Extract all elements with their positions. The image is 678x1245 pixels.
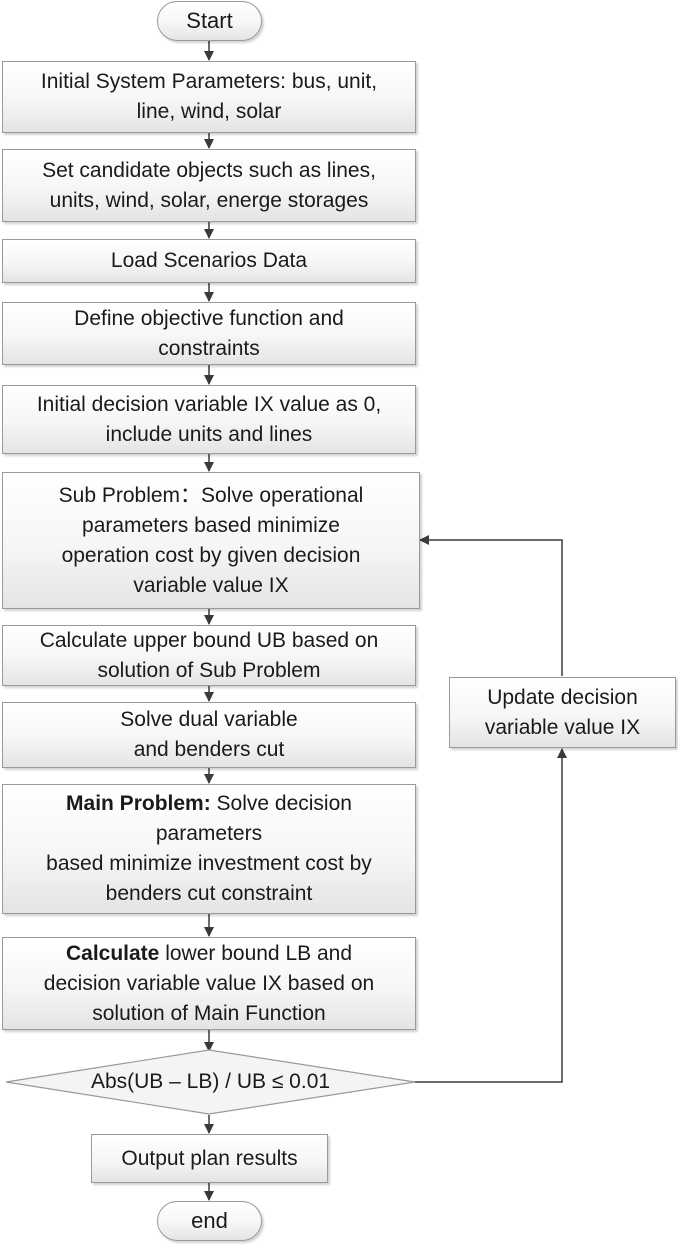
main-problem-line1: Main Problem: Solve decision <box>46 789 372 819</box>
lower-bound-line1-text: lower bound LB and <box>159 941 352 965</box>
init-parameters-line2: line, wind, solar <box>136 100 282 123</box>
lower-bound-heading: Calculate <box>65 941 160 965</box>
arrow-update-to-sub <box>419 535 563 676</box>
sub-problem-line3: operation cost by given decision <box>61 543 361 567</box>
lower-bound-box: Calculate lower bound LB and decision va… <box>2 937 416 1030</box>
init-parameters-line1: Initial System Parameters: bus, unit, <box>40 70 378 93</box>
candidate-objects-line2: units, wind, solar, energe storages <box>49 188 369 212</box>
main-problem-heading: Main Problem: <box>66 792 211 815</box>
output-results-label: Output plan results <box>121 1146 298 1170</box>
upper-bound-box: Calculate upper bound UB based on soluti… <box>2 625 416 686</box>
candidate-objects-line1: Set candidate objects such as lines, <box>42 158 376 182</box>
dual-variable-line1: Solve dual variable <box>120 708 298 731</box>
sub-problem-line4: variable value IX <box>133 573 289 597</box>
define-objective-line2: constraints <box>158 336 260 360</box>
upper-bound-line2: solution of Sub Problem <box>97 658 321 682</box>
main-problem-line2: parameters <box>155 822 263 845</box>
initial-decision-line1: Initial decision variable IX value as 0, <box>36 392 382 416</box>
candidate-objects-box: Set candidate objects such as lines, uni… <box>2 149 416 222</box>
main-problem-line3: based minimize investment cost by <box>46 852 372 875</box>
sub-problem-line1: Sub Problem：Solve operational <box>58 483 364 507</box>
define-objective-box: Define objective function and constraint… <box>2 302 416 365</box>
lower-bound-line1: Calculate lower bound LB and <box>44 939 374 969</box>
start-label: Start <box>186 8 233 33</box>
load-scenarios-label: Load Scenarios Data <box>110 249 308 272</box>
convergence-decision: Abs(UB – LB) / UB ≤ 0.01 <box>6 1050 415 1114</box>
upper-bound-line1: Calculate upper bound UB based on <box>39 628 379 652</box>
lower-bound-line3: solution of Main Function <box>92 1001 326 1025</box>
initial-decision-line2: include units and lines <box>105 422 313 446</box>
update-decision-box: Update decision variable value IX <box>449 677 676 748</box>
main-problem-box: Main Problem: Solve decision parameters … <box>2 784 416 914</box>
main-problem-line4: benders cut constraint <box>105 882 313 905</box>
load-scenarios-box: Load Scenarios Data <box>2 239 416 283</box>
define-objective-line1: Define objective function and <box>74 306 344 330</box>
main-problem-line1-text: Solve decision <box>210 792 352 815</box>
dual-variable-line2: and benders cut <box>133 738 285 761</box>
start-terminal: Start <box>157 1 262 41</box>
arrow-decision-to-update <box>415 748 567 1083</box>
dual-variable-box: Solve dual variable and benders cut <box>2 702 416 768</box>
lower-bound-line2: decision variable value IX based on <box>43 971 375 995</box>
output-results-box: Output plan results <box>91 1134 328 1183</box>
decision-diamond-shape <box>5 1049 416 1115</box>
init-parameters-box: Initial System Parameters: bus, unit, li… <box>2 61 416 133</box>
sub-problem-line2: parameters based minimize <box>82 513 340 537</box>
sub-problem-box: Sub Problem：Solve operational parameters… <box>2 472 420 609</box>
end-terminal: end <box>157 1201 262 1241</box>
end-label: end <box>191 1208 228 1233</box>
update-decision-line2: variable value IX <box>484 715 641 739</box>
update-decision-line1: Update decision <box>487 685 638 709</box>
initial-decision-box: Initial decision variable IX value as 0,… <box>2 385 416 454</box>
convergence-condition-label: Abs(UB – LB) / UB ≤ 0.01 <box>90 1070 331 1093</box>
